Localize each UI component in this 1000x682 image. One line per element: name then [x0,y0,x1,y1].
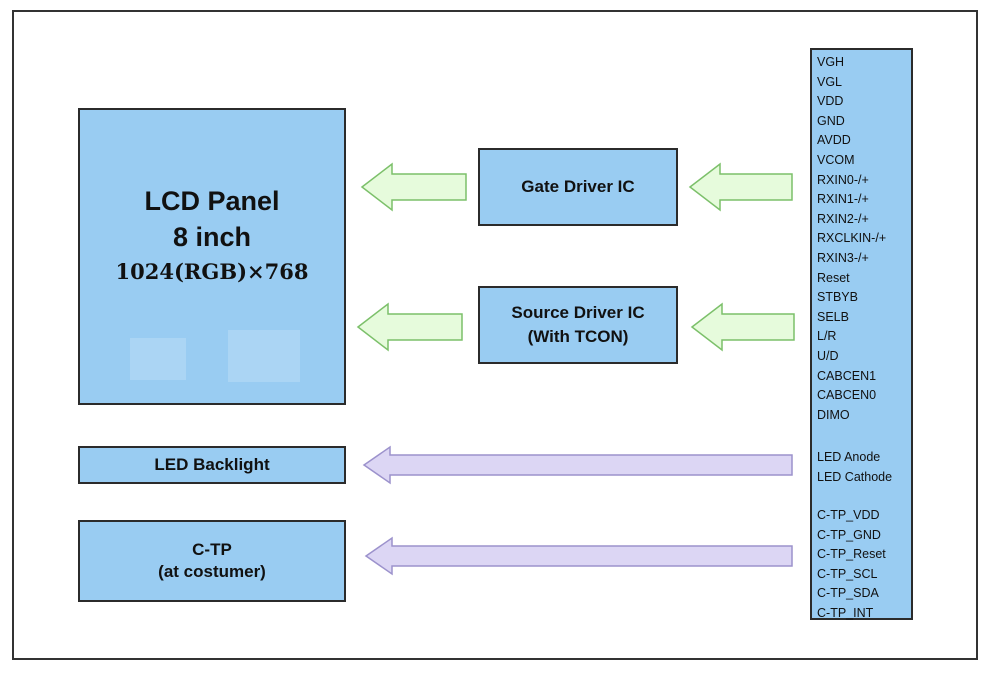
lcd-panel-size: 8 inch [172,221,252,252]
ctp-sublabel: (at costumer) [158,562,266,581]
pin-label: STBYB [817,290,858,305]
lcd-panel-shade-left [130,338,186,380]
pin-label: VDD [817,94,844,109]
lcd-panel-resolution: 1024(RGB)×768 [115,258,309,284]
source-driver-ic-label: Source Driver IC [511,303,645,322]
pin-label: VGH [817,55,845,69]
diagram-frame [12,10,978,660]
lcd-panel-shade-right [228,330,300,382]
pin-label: LED Cathode [817,469,893,484]
connector-pin-list: VGH VGL VDD GND AVDD VCOM RXIN0-/+ RXIN1-/+ RXIN… [810,48,913,620]
lcd-panel-title: LCD Panel [144,185,280,216]
pin-label: C-TP_SDA [817,586,879,601]
source-driver-ic-sublabel: (With TCON) [527,327,629,346]
pin-label: C-TP_GND [817,527,881,542]
pin-label: CABCEN1 [817,368,877,383]
pin-label: RXIN0-/+ [817,172,869,187]
pin-label: C-TP_VDD [817,508,880,522]
pin-label: RXIN3-/+ [817,251,869,265]
pin-label: C-TP_SCL [817,566,878,581]
pin-label: LED Anode [817,450,881,464]
pin-label: GND [817,113,845,128]
pin-label: VCOM [817,153,855,167]
gate-driver-ic-block: Gate Driver IC [478,148,678,226]
pin-label: U/D [817,349,839,363]
pin-label: VGL [817,74,843,89]
arrow-source-to-panel [356,302,463,352]
pin-label: Reset [817,270,850,285]
led-backlight-block: LED Backlight [78,446,346,484]
pin-label: L/R [817,329,837,344]
pin-label: RXIN2-/+ [817,211,869,226]
led-backlight-label: LED Backlight [154,455,270,474]
pin-label: RXCLKIN-/+ [817,231,887,246]
pin-label: RXIN1-/+ [817,192,869,207]
ctp-block: C-TP (at costumer) [78,520,346,602]
arrow-pins-to-ctp [364,536,793,576]
arrow-pins-to-gate [688,162,793,212]
arrow-pins-to-source [690,302,795,352]
lcd-panel-block: LCD Panel 8 inch 1024(RGB)×768 [78,108,346,405]
pin-label: C-TP_Reset [817,547,886,562]
arrow-gate-to-panel [360,162,467,212]
pin-label: CABCEN0 [817,388,877,403]
gate-driver-ic-label: Gate Driver IC [521,177,635,196]
pin-label: C-TP_INT [817,606,874,620]
ctp-label: C-TP [192,540,232,559]
pin-label: SELB [817,309,849,324]
pin-label: DIMO [817,407,850,422]
arrow-pins-to-led-backlight [362,445,793,485]
source-driver-ic-block: Source Driver IC (With TCON) [478,286,678,364]
pin-label: AVDD [817,133,851,148]
